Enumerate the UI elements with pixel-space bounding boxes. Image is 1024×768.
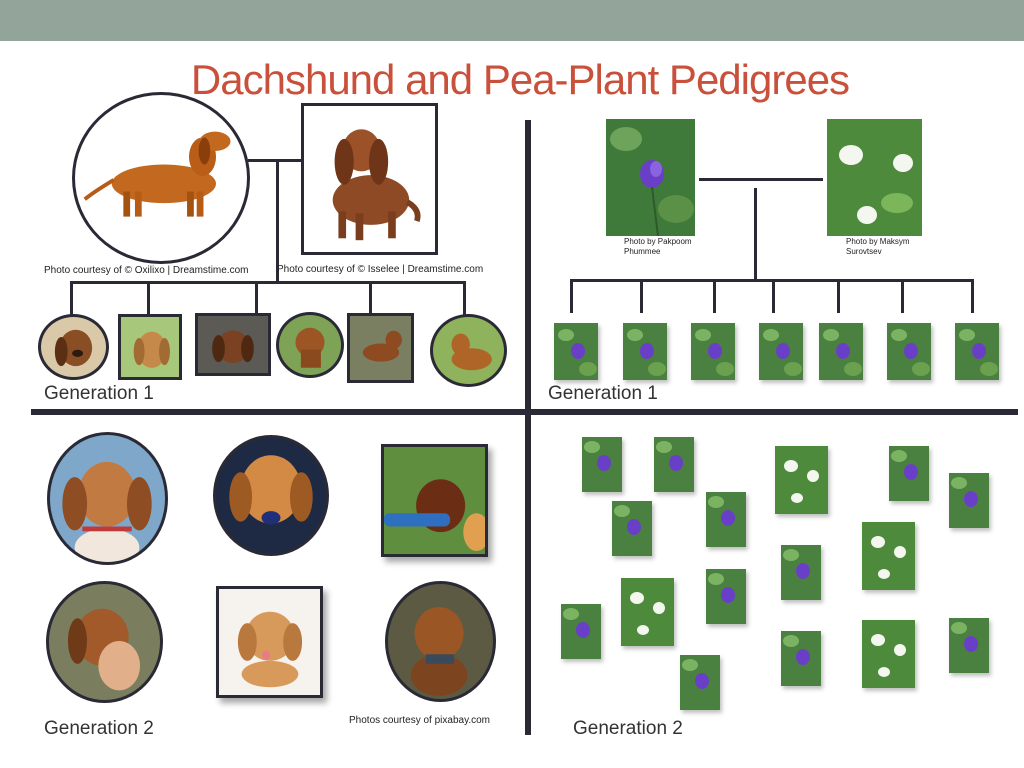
dog-gen2-photo (46, 581, 163, 703)
dog-drop-line (463, 282, 466, 315)
pea-purple-photo (781, 545, 821, 600)
pea-parent2-photo (827, 119, 922, 236)
dog-puppy-photo (195, 313, 271, 376)
longhair-dachshund-image (332, 129, 421, 241)
pea-purple-photo (691, 323, 735, 380)
dog-offspring-bar (70, 281, 466, 284)
pea-purple-photo (949, 618, 989, 673)
dog-puppy-photo (276, 312, 344, 378)
dog-gen2-photo (213, 435, 329, 556)
dog-gen2-photo (47, 432, 168, 565)
pea-purple-photo (554, 323, 598, 380)
dachshund-image (83, 131, 231, 217)
dog-drop-line (369, 282, 372, 315)
pea-purple-photo (819, 323, 863, 380)
pea-purple-photo (582, 437, 622, 492)
dog-drop-line (255, 282, 258, 315)
pea-drop-line (570, 280, 573, 313)
dog-puppy-photo (430, 314, 507, 387)
dog-parent2-credit: Photo courtesy of © Isselee | Dreamstime… (277, 264, 484, 275)
dog-parent-stem (276, 160, 279, 283)
pea-white-photo (862, 620, 915, 688)
pea-purple-photo (706, 569, 746, 624)
pea-drop-line (640, 280, 643, 313)
dog-puppy-photo (38, 314, 109, 380)
dog-gen2-photo (216, 586, 323, 698)
pea-purple-photo (949, 473, 989, 528)
pea-parent1-photo (606, 119, 695, 236)
pea-purple-photo (706, 492, 746, 547)
pea-drop-line (901, 280, 904, 313)
pea-purple-photo (612, 501, 652, 556)
pea-drop-line (713, 280, 716, 313)
pea-parent2-credit: Photo by Maksym Surovtsev (846, 237, 910, 256)
pea-generation1-label: Generation 1 (548, 383, 658, 404)
pea-purple-photo (887, 323, 931, 380)
dog-gen2-credit: Photos courtesy of pixabay.com (349, 715, 490, 726)
dog-puppy-photo (347, 313, 414, 383)
dog-drop-line (147, 282, 150, 315)
dog-puppy-photo (118, 314, 182, 380)
pea-generation2-label: Generation 2 (573, 718, 683, 739)
dog-gen2-photo (381, 444, 488, 557)
pea-purple-photo (654, 437, 694, 492)
pea-purple-photo (889, 446, 929, 501)
pea-purple-photo (759, 323, 803, 380)
pea-purple-photo (623, 323, 667, 380)
pea-white-photo (775, 446, 828, 514)
dog-parent2-photo (301, 103, 438, 255)
dog-generation2-label: Generation 2 (44, 718, 154, 739)
pea-purple-photo (781, 631, 821, 686)
dog-parent1-credit: Photo courtesy of © Oxilixo | Dreamstime… (44, 265, 249, 276)
pea-drop-line (772, 280, 775, 313)
dog-parent-connector (248, 159, 303, 162)
pea-parent-stem (754, 188, 757, 281)
pea-purple-photo (955, 323, 999, 380)
pea-purple-photo (561, 604, 601, 659)
pea-drop-line (837, 280, 840, 313)
page-title: Dachshund and Pea-Plant Pedigrees (190, 56, 850, 103)
pea-purple-photo (680, 655, 720, 710)
pea-white-photo (621, 578, 674, 646)
pea-parent-connector (699, 178, 823, 181)
dog-drop-line (70, 282, 73, 315)
top-bar (0, 0, 1024, 41)
pea-drop-line (971, 280, 974, 313)
vertical-divider (525, 120, 531, 735)
horizontal-divider (31, 409, 1018, 415)
pea-parent1-credit: Photo by Pakpoom Phummee (624, 237, 692, 256)
dog-parent1-photo (72, 92, 250, 264)
dog-generation1-label: Generation 1 (44, 383, 154, 404)
dog-gen2-photo (385, 581, 496, 702)
pea-white-photo (862, 522, 915, 590)
